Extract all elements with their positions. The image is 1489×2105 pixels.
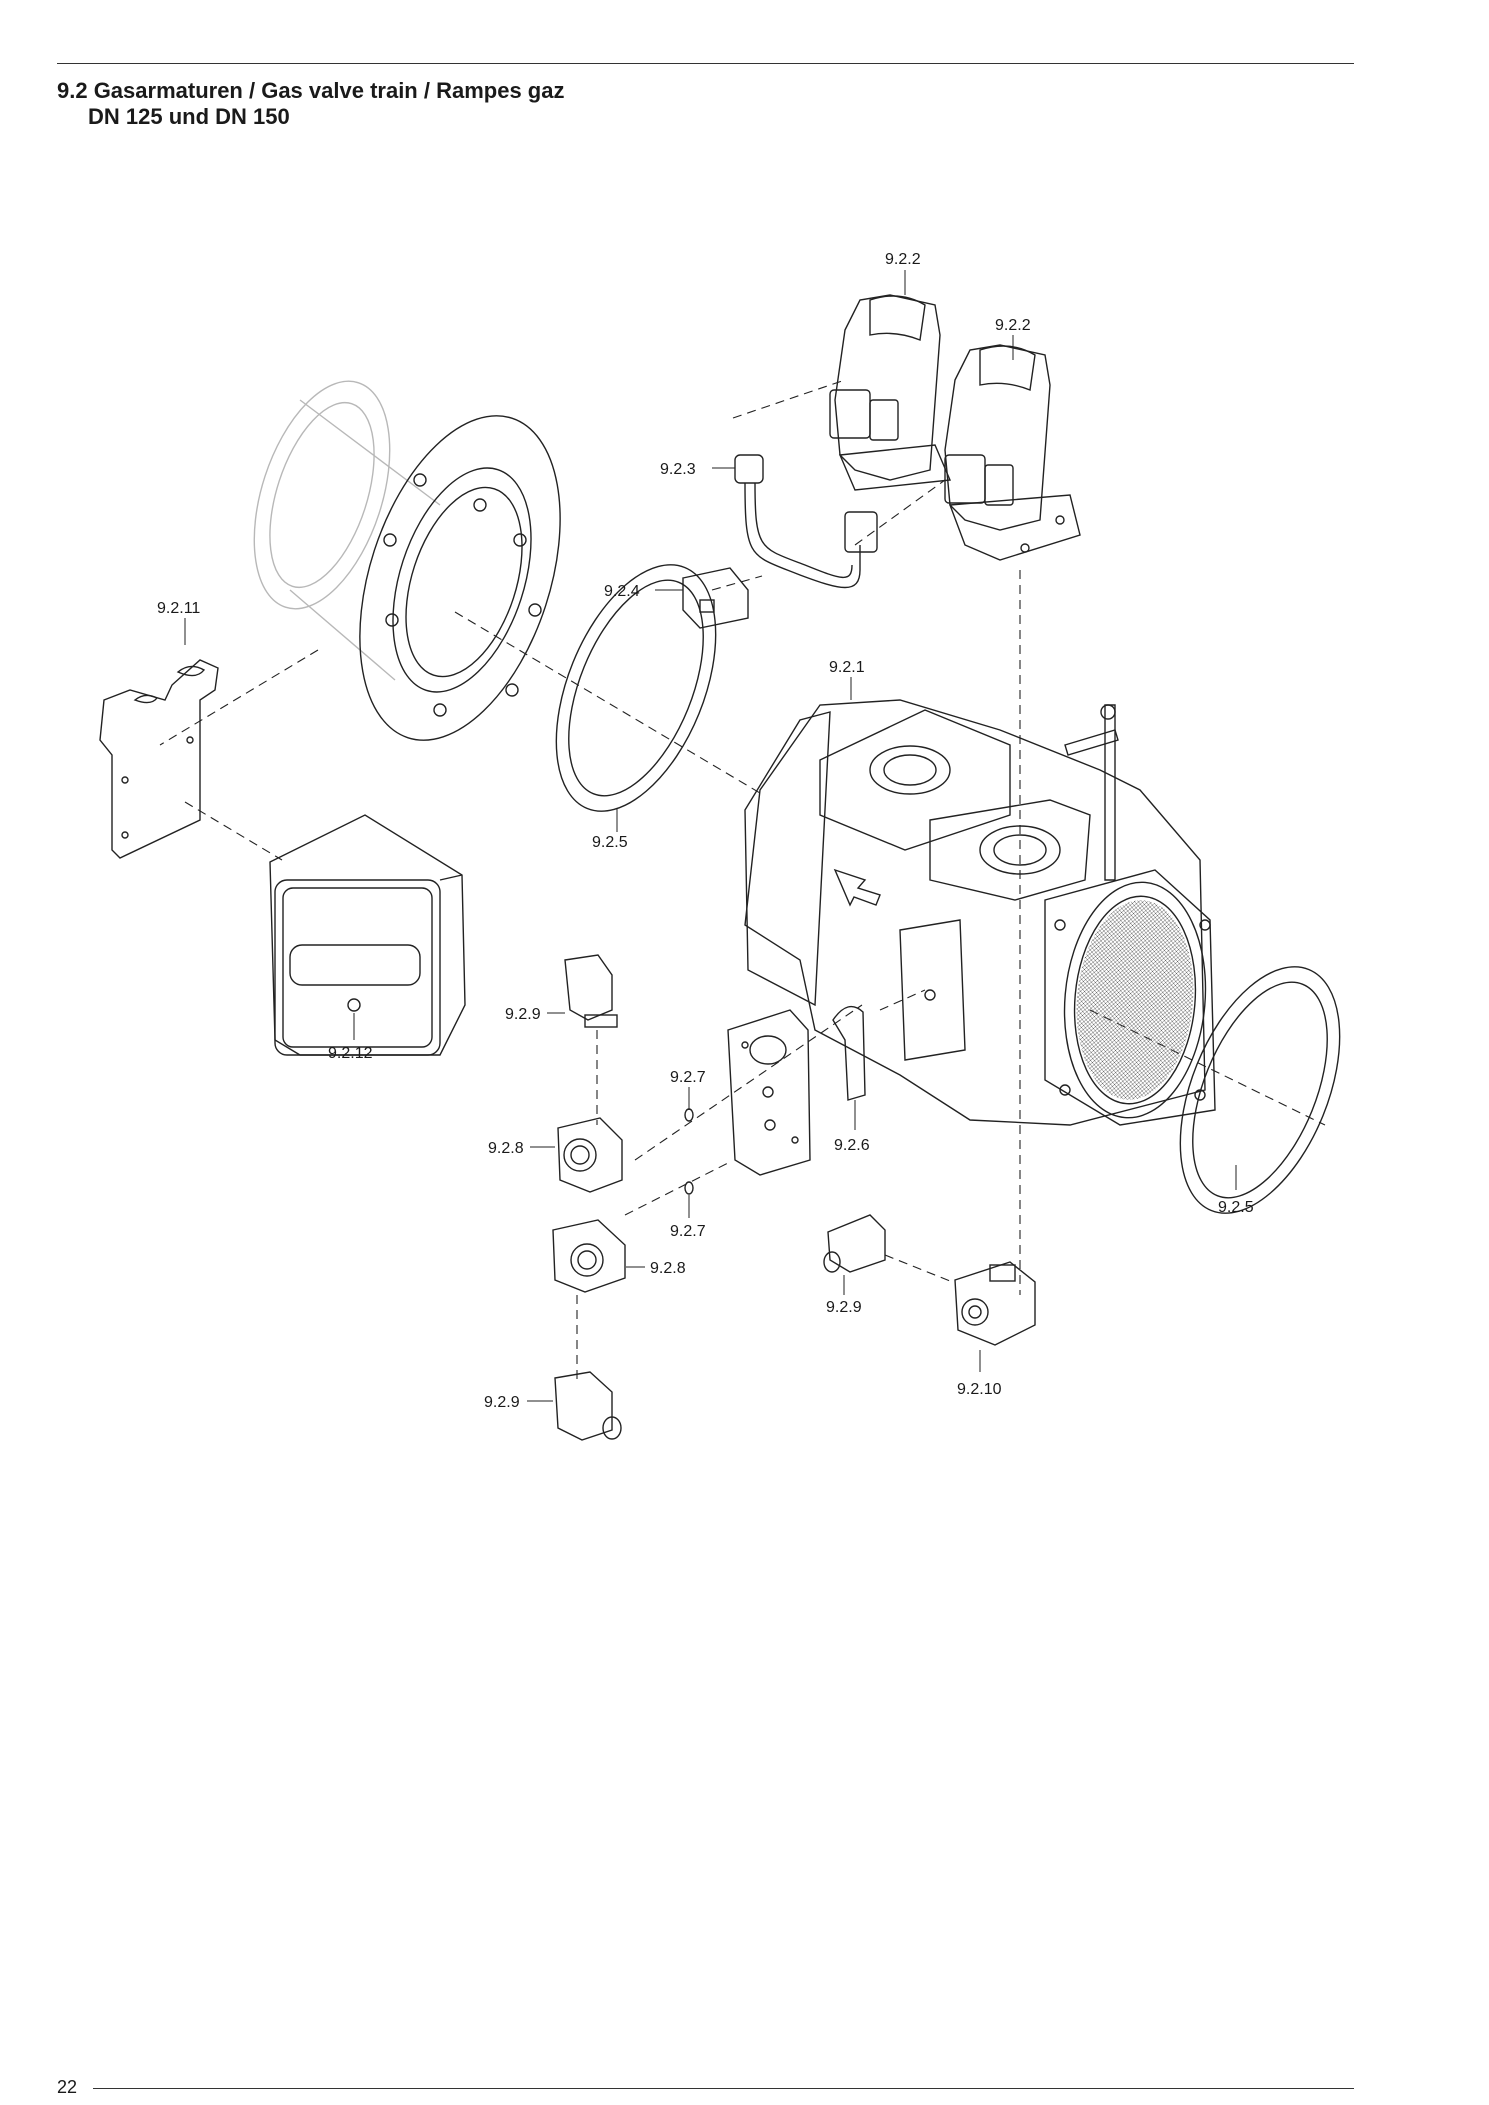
callout-9-2-9-b: 9.2.9 — [826, 1299, 862, 1316]
adapter-plate — [727, 1009, 811, 1176]
connector-1 — [564, 954, 618, 1028]
footer-rule — [93, 2088, 1354, 2089]
callout-9-2-9-a: 9.2.9 — [505, 1006, 541, 1023]
small-valve — [954, 1261, 1036, 1346]
inlet-pipe-phantom — [253, 380, 441, 681]
callout-9-2-8-b: 9.2.8 — [650, 1260, 686, 1277]
gasket-right — [1179, 966, 1341, 1214]
callout-9-2-9-c: 9.2.9 — [484, 1394, 520, 1411]
solenoid-2 — [552, 1219, 626, 1293]
callout-9-2-5-b: 9.2.5 — [1218, 1199, 1254, 1216]
inlet-flange — [359, 415, 561, 741]
valve-body — [744, 699, 1216, 1126]
callout-9-2-1: 9.2.1 — [829, 659, 865, 676]
callout-9-2-8-a: 9.2.8 — [488, 1140, 524, 1157]
connector-2 — [823, 1214, 886, 1273]
callout-9-2-7-b: 9.2.7 — [670, 1223, 706, 1240]
callout-labels: 9.2.2 9.2.2 9.2.3 9.2.4 9.2.11 9.2.1 9.2… — [157, 251, 1254, 1411]
mounting-bracket — [99, 659, 219, 859]
callout-9-2-7-a: 9.2.7 — [670, 1069, 706, 1086]
connector-3 — [554, 1371, 622, 1441]
callout-9-2-10: 9.2.10 — [957, 1381, 1002, 1398]
leader-lines — [184, 270, 1237, 1402]
callout-9-2-2-a: 9.2.2 — [885, 251, 921, 268]
solenoid-1 — [557, 1117, 623, 1193]
header-rule — [57, 63, 1354, 64]
pressure-switch — [682, 567, 749, 629]
cable-plug — [734, 454, 878, 589]
callout-9-2-5-a: 9.2.5 — [592, 834, 628, 851]
gasket-upper — [555, 564, 717, 812]
section-subtitle: DN 125 und DN 150 — [88, 104, 290, 129]
o-ring-2 — [684, 1181, 694, 1195]
section-title: 9.2 Gasarmaturen / Gas valve train / Ram… — [57, 78, 565, 103]
callout-9-2-6: 9.2.6 — [834, 1137, 870, 1154]
callout-9-2-11: 9.2.11 — [157, 600, 200, 617]
angle-bracket — [832, 1005, 866, 1101]
assembly-lines — [159, 379, 1326, 1380]
o-ring-1 — [684, 1108, 694, 1122]
page-number: 22 — [57, 2077, 78, 2097]
cover-box — [269, 814, 466, 1056]
callout-9-2-2-b: 9.2.2 — [995, 317, 1031, 334]
actuator-2 — [944, 344, 1081, 561]
callout-9-2-12: 9.2.12 — [328, 1045, 373, 1062]
actuator-1 — [829, 294, 952, 491]
callout-9-2-4: 9.2.4 — [604, 583, 640, 600]
callout-9-2-3: 9.2.3 — [660, 461, 696, 478]
